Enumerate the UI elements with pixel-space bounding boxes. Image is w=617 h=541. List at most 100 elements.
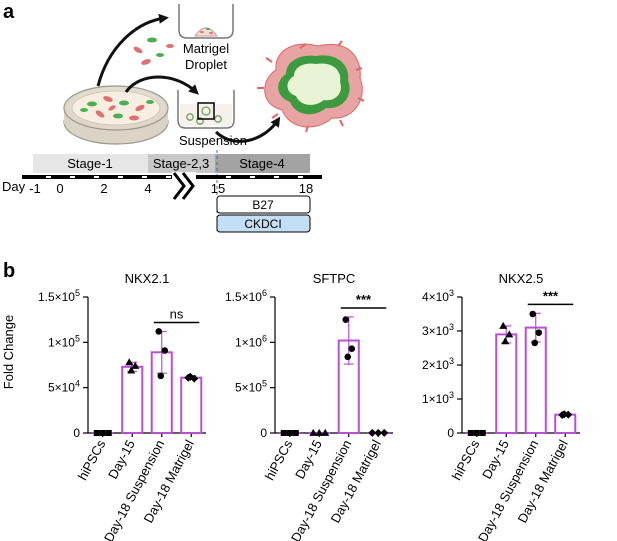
data-point bbox=[157, 372, 165, 380]
chart-title: NKX2.5 bbox=[499, 271, 544, 286]
y-tick-label: 1×105 bbox=[48, 333, 80, 349]
suspension-well-icon bbox=[177, 90, 235, 129]
time-axis-dashes bbox=[46, 176, 303, 178]
significance-label: *** bbox=[356, 292, 372, 307]
data-point bbox=[315, 428, 324, 436]
day-tick-2: 2 bbox=[100, 181, 107, 196]
panel-b: b Fold Change NKX2.1 0 5×104 1×105 1.5×105 hi… bbox=[1, 260, 580, 541]
y-tick-label: 0 bbox=[73, 426, 80, 440]
bar bbox=[554, 413, 577, 435]
chart-1: SFTPC05×1051×1061.5×106hiPSCsDay-15Day-1… bbox=[225, 271, 393, 541]
data-point bbox=[344, 353, 352, 361]
chart-0: NKX2.105×1041×1051.5×105hiPSCsDay-15Day-… bbox=[38, 271, 206, 541]
bar bbox=[121, 365, 144, 434]
data-point bbox=[501, 337, 510, 345]
floating-cells bbox=[133, 37, 174, 65]
y-tick-label: 3×103 bbox=[422, 322, 454, 338]
data-point bbox=[321, 428, 330, 436]
significance-label: ns bbox=[170, 306, 184, 321]
data-point bbox=[368, 428, 377, 437]
data-point bbox=[535, 329, 543, 337]
matrigel-label-1: Matrigel bbox=[183, 41, 229, 56]
data-point bbox=[186, 372, 195, 381]
ckdci-label: CKDCI bbox=[244, 217, 281, 231]
data-point bbox=[499, 321, 508, 329]
day-tick-18: 18 bbox=[299, 181, 313, 196]
x-tick-label: hiPSCs bbox=[75, 437, 109, 483]
organoid-icon bbox=[257, 40, 365, 133]
data-point bbox=[531, 339, 539, 347]
matrigel-well-icon bbox=[178, 4, 234, 39]
y-tick-label: 1×103 bbox=[422, 390, 454, 406]
y-tick-label: 1.5×106 bbox=[225, 288, 267, 304]
y-tick-label: 5×105 bbox=[235, 379, 267, 395]
data-point bbox=[105, 429, 112, 436]
day-label: Day bbox=[2, 179, 26, 194]
y-tick-label: 0 bbox=[447, 426, 454, 440]
data-point bbox=[467, 429, 474, 436]
day-tick--1: -1 bbox=[29, 181, 41, 196]
x-tick-label: Day-15 bbox=[105, 437, 138, 481]
day-tick-15: 15 bbox=[211, 181, 225, 196]
arrow-to-organoid bbox=[214, 116, 281, 143]
zoom-box bbox=[197, 102, 215, 120]
b27-box bbox=[216, 195, 311, 214]
panel-b-letter: b bbox=[3, 260, 15, 282]
stage-4-bar bbox=[215, 154, 310, 173]
x-tick-label: hiPSCs bbox=[449, 437, 483, 483]
data-point bbox=[309, 428, 318, 436]
panel-a-letter: a bbox=[3, 1, 15, 23]
data-point bbox=[348, 345, 356, 352]
y-tick-label: 4×103 bbox=[422, 288, 454, 304]
data-point bbox=[99, 429, 106, 436]
x-tick-label: Day-15 bbox=[479, 437, 512, 481]
data-point bbox=[93, 429, 100, 436]
stage-1-label: Stage-1 bbox=[67, 156, 113, 171]
y-tick-label: 1×106 bbox=[235, 333, 267, 349]
y-axis-label: Fold Change bbox=[1, 315, 16, 389]
suspension-label: Suspension bbox=[179, 133, 247, 148]
data-point bbox=[280, 429, 287, 436]
data-point bbox=[529, 310, 537, 318]
data-point bbox=[161, 347, 169, 354]
ckdci-box bbox=[216, 214, 311, 233]
chart-title: SFTPC bbox=[313, 271, 356, 286]
y-tick-label: 0 bbox=[260, 426, 267, 440]
stage-23-bar bbox=[148, 154, 215, 173]
day-tick-0: 0 bbox=[56, 181, 63, 196]
day-tick-4: 4 bbox=[144, 181, 151, 196]
bar bbox=[180, 376, 203, 434]
data-point bbox=[374, 428, 383, 437]
data-point bbox=[505, 330, 514, 338]
y-tick-label: 2×103 bbox=[422, 356, 454, 372]
axis-break-icon bbox=[172, 172, 196, 200]
data-point bbox=[342, 316, 350, 323]
y-tick-label: 5×104 bbox=[48, 379, 80, 395]
x-tick-label: Day-15 bbox=[292, 437, 325, 481]
chart-2: NKX2.501×1032×1033×1034×103hiPSCsDay-15D… bbox=[422, 271, 580, 541]
bar-charts: NKX2.105×1041×1051.5×105hiPSCsDay-15Day-… bbox=[38, 271, 580, 541]
petri-dish-icon bbox=[63, 85, 169, 145]
data-point bbox=[473, 429, 480, 436]
stage-1-bar bbox=[33, 154, 148, 173]
data-point bbox=[155, 328, 163, 335]
significance-label: *** bbox=[543, 288, 559, 303]
data-point bbox=[127, 366, 136, 374]
data-point bbox=[479, 429, 486, 436]
bar bbox=[495, 333, 518, 434]
stage-23-label: Stage-2,3 bbox=[153, 156, 209, 171]
x-tick-label: hiPSCs bbox=[262, 437, 296, 483]
panel-a: a bbox=[2, 1, 365, 233]
stage-4-label: Stage-4 bbox=[239, 156, 285, 171]
matrigel-label-2: Droplet bbox=[185, 57, 227, 72]
chart-title: NKX2.1 bbox=[125, 271, 170, 286]
arrow-to-suspension bbox=[124, 75, 199, 95]
cells-in-dish bbox=[80, 96, 154, 121]
data-point bbox=[292, 429, 299, 436]
data-point bbox=[560, 410, 569, 419]
data-point bbox=[286, 429, 293, 436]
stage-timeline: Stage-1 Stage-2,3 Stage-4 Day -1 0 2 4 1… bbox=[2, 150, 322, 233]
y-tick-label: 1.5×105 bbox=[38, 288, 80, 304]
arrow-to-matrigel bbox=[96, 13, 169, 87]
